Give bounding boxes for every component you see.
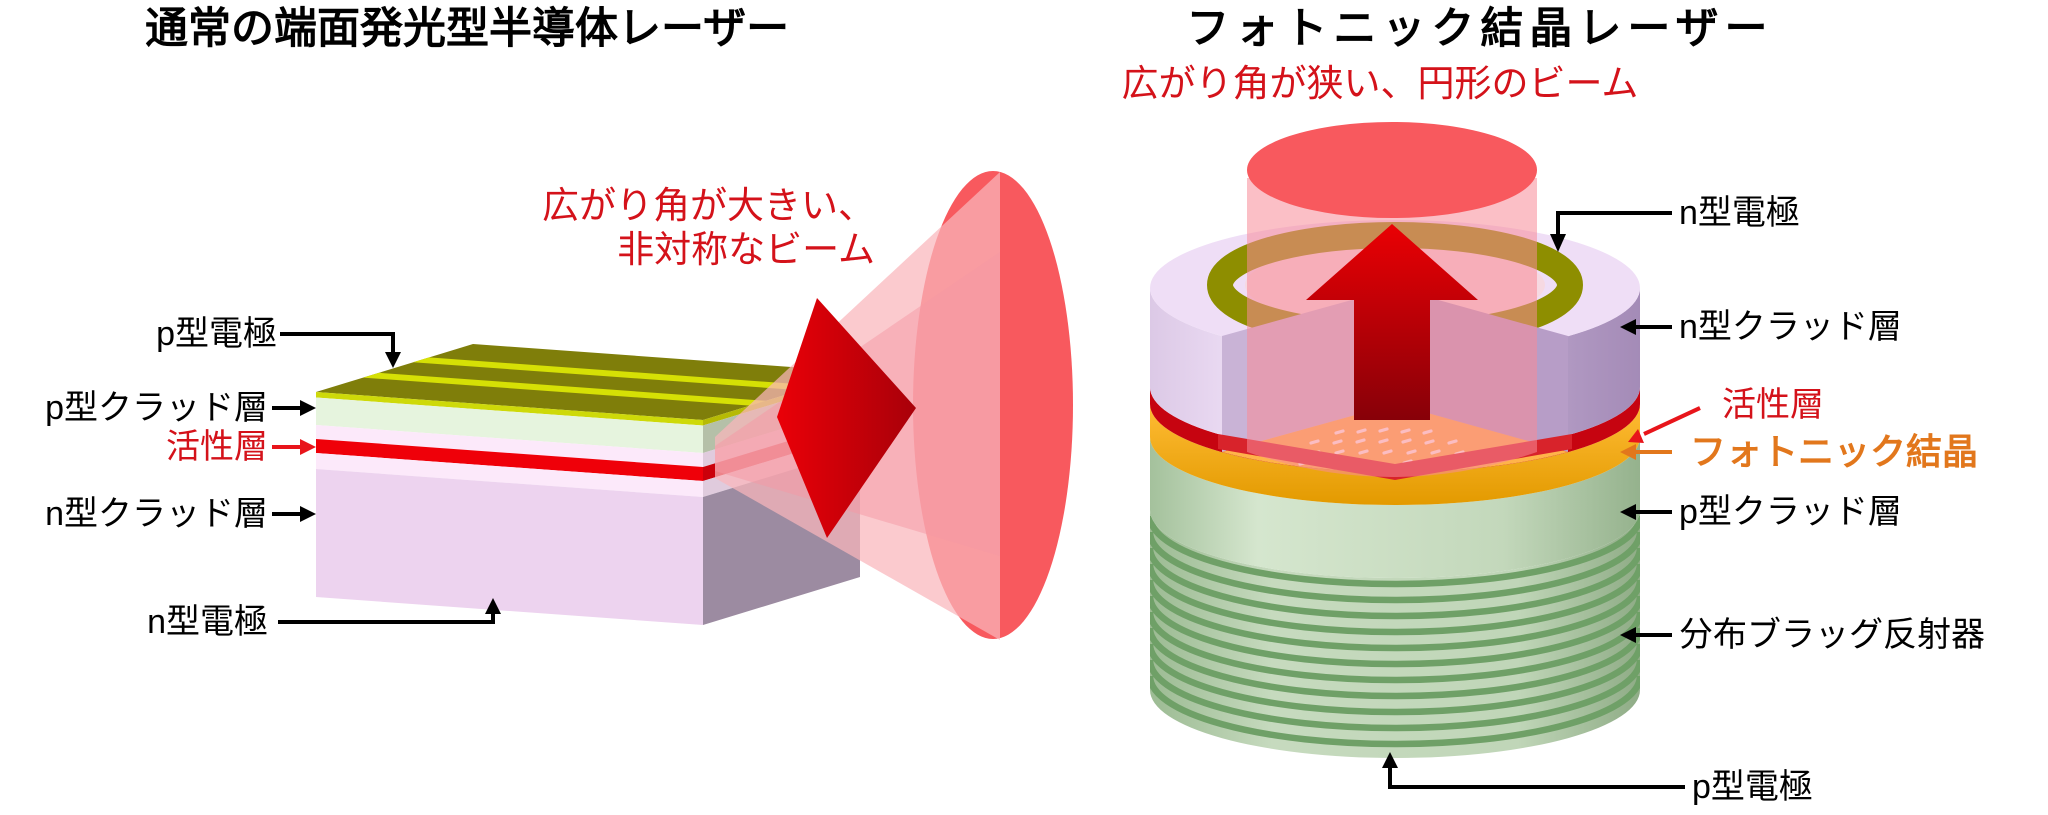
right-panel-title: フォトニック結晶レーザー: [1186, 5, 1774, 53]
left-beam-note: 広がり角が大きい、 非対称なビーム: [513, 184, 875, 272]
upward-arrow-icon: [1306, 224, 1478, 420]
beam-top-ellipse: [1247, 122, 1537, 218]
label-right-photonic-crystal: フォトニック結晶: [1690, 431, 1979, 472]
label-right-n-clad: n型クラッド層: [1679, 308, 1902, 346]
label-left-n-clad: n型クラッド層: [45, 495, 268, 533]
label-left-p-clad: p型クラッド層: [45, 389, 268, 427]
label-right-n-electrode: n型電極: [1679, 194, 1800, 232]
right-beam-note: 広がり角が狭い、円形のビーム: [1121, 63, 1639, 104]
left-panel-title: 通常の端面発光型半導体レーザー: [145, 5, 790, 53]
beam-direction-arrow-icon: [777, 298, 916, 538]
left-output-beam: [715, 171, 1073, 640]
label-left-n-electrode: n型電極: [147, 603, 268, 641]
label-right-p-clad: p型クラッド層: [1679, 493, 1902, 531]
right-leader-arrowheads: [1382, 234, 1644, 768]
label-right-active-layer: 活性層: [1722, 386, 1824, 424]
left-beam-note-line1: 広がり角が大きい、: [542, 185, 875, 226]
label-right-dbr: 分布ブラッグ反射器: [1679, 616, 1985, 654]
right-leader-lines: [1388, 211, 1701, 789]
left-leader-arrowheads: [300, 352, 501, 614]
left-beam-note-line2: 非対称なビーム: [617, 229, 875, 270]
label-left-active-layer: 活性層: [166, 428, 268, 466]
label-right-p-electrode: p型電極: [1692, 768, 1813, 806]
left-leader-lines: [272, 332, 495, 624]
right-output-beam: [1247, 122, 1537, 477]
label-left-p-electrode: p型電極: [156, 315, 277, 353]
